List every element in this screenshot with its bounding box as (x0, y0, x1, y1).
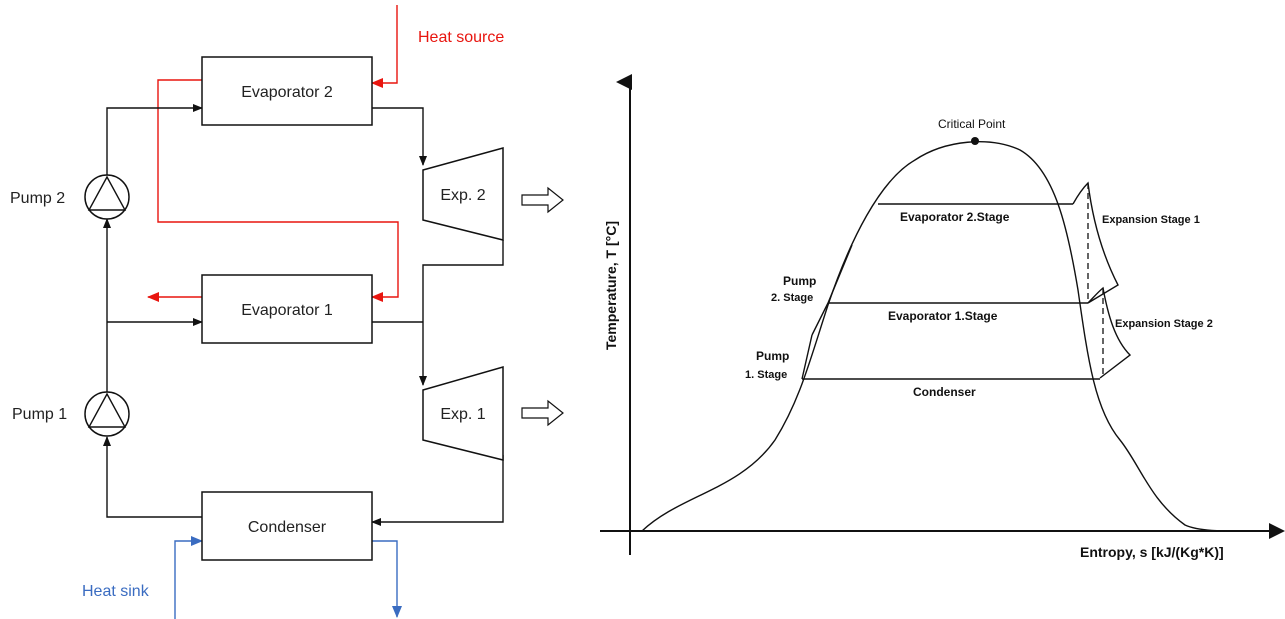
expander-1-label: Exp. 1 (440, 406, 485, 423)
pump-2-stage-line (827, 244, 853, 304)
condenser-label: Condenser (248, 519, 327, 536)
power-output-1-arrow-icon (521, 399, 564, 427)
pump-2-stage-label-line2: 2. Stage (771, 292, 813, 304)
saturation-dome (641, 141, 1251, 532)
evaporator-2-label: Evaporator 2 (241, 84, 333, 101)
condenser-stage-label: Condenser (913, 385, 976, 399)
heat-source-label: Heat source (418, 29, 504, 46)
expansion-stage-1-label: Expansion Stage 1 (1102, 214, 1200, 226)
power-output-2-arrow-icon (521, 186, 564, 214)
condenser-box (201, 491, 373, 561)
ts-diagram: Temperature, T [°C] Entropy, s [kJ/(Kg*K… (600, 74, 1285, 560)
cycle-schematic: Evaporator 2 Evaporator 1 Condenser Exp.… (10, 5, 564, 619)
evaporator-1-stage-label: Evaporator 1.Stage (888, 309, 998, 323)
pump-1-stage-label-line2: 1. Stage (745, 369, 787, 381)
pump-1-to-evap-1-line (811, 302, 829, 336)
evaporator-1-box (201, 274, 373, 344)
x-axis-label: Entropy, s [kJ/(Kg*K)] (1080, 544, 1224, 560)
pump-2-label: Pump 2 (10, 190, 65, 207)
critical-point-marker (971, 137, 979, 145)
heat-source-path (147, 5, 399, 302)
expander-2-shape (422, 147, 504, 241)
working-fluid-path (103, 104, 504, 526)
evaporator-1-label: Evaporator 1 (241, 302, 333, 319)
critical-point-label: Critical Point (938, 117, 1006, 131)
pump-1-symbol (84, 391, 130, 437)
pump-1-stage-label-line1: Pump (756, 349, 789, 363)
pump-2-stage-label-line1: Pump (783, 274, 816, 288)
evaporator-2-stage-label: Evaporator 2.Stage (900, 210, 1010, 224)
heat-sink-path (174, 536, 402, 619)
y-axis-label: Temperature, T [°C] (603, 221, 619, 350)
expansion-stage-2-curve (1087, 286, 1132, 379)
pump-2-symbol (84, 174, 130, 220)
expander-2-label: Exp. 2 (440, 187, 485, 204)
expander-1-shape (422, 366, 504, 461)
heat-sink-label: Heat sink (82, 583, 150, 600)
expansion-stage-2-label: Expansion Stage 2 (1115, 318, 1213, 330)
pump-1-stage-line (801, 334, 813, 380)
expansion-stage-1-curve (1072, 181, 1119, 304)
evaporator-2-box (201, 56, 373, 126)
pump-1-label: Pump 1 (12, 406, 67, 423)
